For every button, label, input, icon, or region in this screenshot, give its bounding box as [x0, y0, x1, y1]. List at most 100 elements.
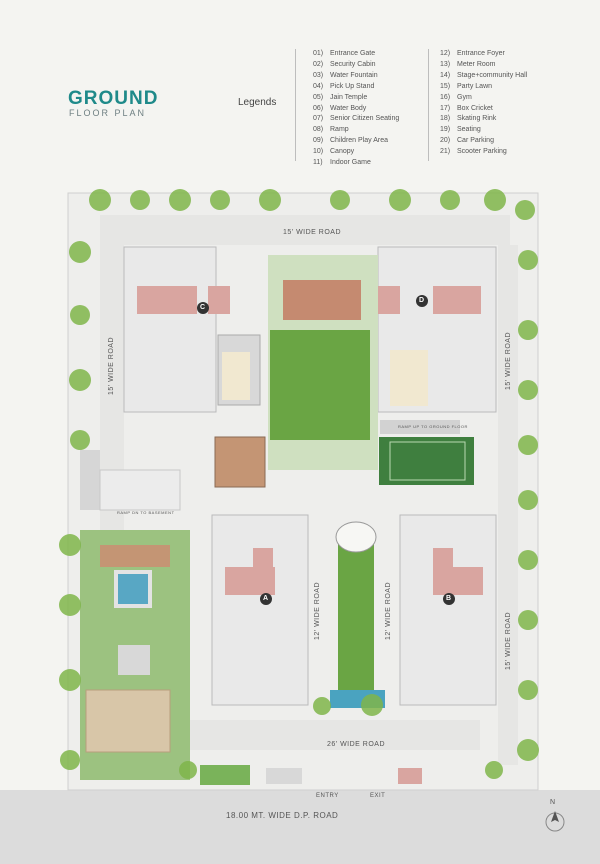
road-right-lower-label: 15' WIDE ROAD — [505, 611, 512, 670]
legends-heading: Legends — [238, 97, 277, 108]
legend-item: 01)Entrance Gate — [313, 49, 399, 60]
legend-item: 14) Stage+community Hall — [440, 71, 527, 82]
legend-number: 18) — [440, 115, 451, 123]
legend-label: Senior Citizen Seating — [330, 115, 400, 123]
legend-item: 10)Canopy — [313, 147, 399, 158]
legend-number: 20) — [440, 137, 451, 145]
legend-item: 19) Seating — [440, 125, 527, 136]
block-c-foyer — [137, 286, 197, 314]
jain-temple — [85, 689, 171, 753]
road-inner-left-label: 12' WIDE ROAD — [314, 581, 321, 640]
legend-number: 19) — [440, 126, 451, 134]
entry-label: ENTRY — [316, 793, 339, 799]
block-a-label: A — [263, 595, 269, 602]
senior-seating — [100, 545, 170, 567]
block-b-foyer — [433, 567, 483, 595]
main-road-label: 18.00 MT. WIDE D.P. ROAD — [226, 811, 339, 820]
legend-divider — [295, 49, 296, 161]
road-right-upper-label: 15' WIDE ROAD — [505, 331, 512, 390]
legend-label: Entrance Foyer — [457, 50, 505, 57]
legend-label: Stage+community Hall — [457, 71, 528, 79]
legend-label: Gym — [457, 93, 472, 101]
trees — [59, 189, 539, 779]
legend-number: 13) — [440, 60, 451, 68]
block-b-meter — [433, 548, 453, 570]
legend-number: 06) — [313, 104, 324, 112]
stage-hall — [283, 280, 361, 320]
exit-label: EXIT — [370, 793, 386, 799]
legend-item: 11) Indoor Game — [313, 158, 399, 169]
legend-number: 02) — [313, 60, 324, 68]
block-d-gym — [390, 350, 428, 406]
legend-number: 07) — [313, 115, 324, 123]
legend-number: 09) — [313, 137, 324, 145]
top-road — [100, 215, 510, 245]
legend-item: 05) Jain Temple — [313, 93, 399, 104]
legend-item: 04)Pick Up Stand — [313, 82, 399, 93]
children-play — [214, 436, 266, 488]
basement-ramp — [80, 450, 100, 510]
road-bottom-label: 26' WIDE ROAD — [327, 741, 386, 748]
road-inner-right-label: 12' WIDE ROAD — [385, 581, 392, 640]
legend-label: Party Lawn — [457, 82, 493, 90]
legend-label: Car Parking — [457, 137, 494, 145]
legend-number: 03) — [313, 71, 324, 79]
legend-divider-2 — [428, 49, 429, 161]
block-a-meter — [253, 548, 273, 570]
security-cabin — [398, 768, 422, 784]
legend-label: Children Play Area — [330, 137, 388, 145]
legend-number: 14) — [440, 71, 451, 79]
legend-number: 15) — [440, 82, 451, 90]
legend-item: 20) Car Parking — [440, 136, 527, 147]
block-a-foyer — [225, 567, 275, 595]
legend-item: 07) Senior Citizen Seating — [313, 114, 399, 125]
party-lawn — [270, 330, 370, 440]
legend-item: 06) Water Body — [313, 104, 399, 115]
page-subtitle: FLOOR PLAN — [69, 108, 147, 118]
block-c-meter — [208, 286, 230, 314]
road-left-label: 15' WIDE ROAD — [108, 336, 115, 395]
block-c-label: C — [200, 304, 206, 311]
legend-label: Jain Temple — [330, 93, 368, 101]
legend-item: 09) Children Play Area — [313, 136, 399, 147]
right-road — [498, 245, 518, 765]
block-b-label: B — [446, 595, 452, 602]
compass-n: N — [550, 799, 556, 806]
legend-label: Seating — [457, 126, 481, 134]
box-cricket — [379, 437, 474, 485]
block-markers — [197, 295, 455, 605]
legend-label: Skating Rink — [457, 115, 497, 123]
water-body — [114, 570, 152, 608]
pickup-green — [200, 765, 250, 785]
legend-number: 16) — [440, 93, 451, 101]
legend-item: 18) Skating Rink — [440, 114, 527, 125]
legend-label: Ramp — [330, 126, 349, 134]
block-d-foyer — [433, 286, 481, 314]
legend-item: 08)Ramp — [313, 125, 399, 136]
legend-item: 13) Meter Room — [440, 60, 527, 71]
legend-label: Indoor Game — [330, 159, 371, 167]
main-road-strip — [0, 790, 600, 864]
ramp-basement-label: RAMP DN TO BASEMENT — [117, 510, 175, 515]
parking-lot-west — [99, 469, 181, 511]
block-b — [399, 514, 497, 706]
block-c-indoor-game — [222, 352, 250, 400]
legend-number: 11) — [313, 159, 323, 167]
legend-item: 12)Entrance Foyer — [440, 49, 527, 60]
skating-rink — [335, 521, 377, 553]
legend-label: Meter Room — [457, 60, 496, 68]
legend-number: 05) — [313, 93, 324, 101]
legend-label: Box Cricket — [457, 104, 493, 112]
linear-garden — [338, 540, 374, 705]
road-top-label: 15' WIDE ROAD — [283, 229, 342, 236]
legend-label: Water Body — [330, 104, 367, 112]
block-a — [211, 514, 309, 706]
garden-path — [118, 645, 150, 675]
ramp-up — [380, 420, 460, 434]
box-cricket-line — [389, 441, 466, 481]
legend-item: 03)Water Fountain — [313, 71, 399, 82]
block-d-label: D — [419, 297, 425, 304]
